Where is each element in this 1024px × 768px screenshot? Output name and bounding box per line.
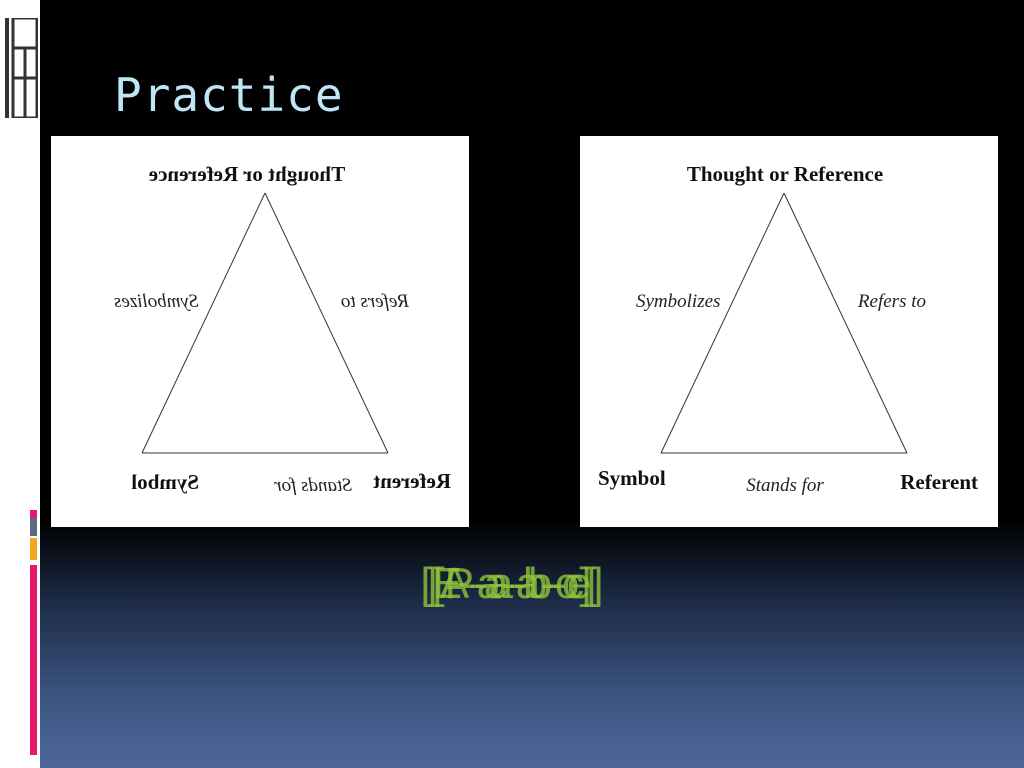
placeholder-layer: [A-a-b-c] bbox=[427, 559, 597, 608]
slide-left-strip bbox=[0, 0, 40, 768]
label-left-side: Symbolizes bbox=[636, 291, 720, 312]
label-left-side: Refers to bbox=[341, 291, 410, 312]
label-bottom-left: Symbol bbox=[598, 466, 666, 490]
window-grid-icon bbox=[5, 18, 38, 118]
label-bottom-middle: Stands for bbox=[746, 475, 824, 496]
accent-bar-pink-top bbox=[30, 510, 37, 518]
label-top: Thought or Reference bbox=[149, 162, 345, 186]
placeholder-layer: [E-a-a-o] bbox=[420, 559, 592, 608]
label-bottom-left: Referent bbox=[373, 469, 451, 493]
triangle-shape bbox=[141, 192, 389, 454]
label-top: Thought or Reference bbox=[687, 162, 883, 186]
slide-title: Practice bbox=[114, 68, 344, 122]
accent-bar-slate bbox=[30, 518, 37, 536]
placeholder-layer: [P-a-b-e] bbox=[432, 559, 604, 608]
placeholder-text: [A-a-b-c] [P-a-b-e] [E-a-a-o] bbox=[380, 556, 644, 612]
accent-bar-pink bbox=[30, 565, 37, 755]
semiotic-triangle: Thought or Reference Symbolizes Refers t… bbox=[580, 136, 998, 527]
label-right-side: Refers to bbox=[857, 291, 926, 312]
triangle-shape bbox=[660, 192, 908, 454]
label-bottom-right: Symbol bbox=[131, 470, 199, 494]
label-bottom-right: Referent bbox=[900, 470, 978, 494]
accent-bar-orange bbox=[30, 538, 37, 560]
label-right-side: Symbolizes bbox=[114, 291, 198, 312]
semiotic-triangle-mirrored: Thought or Reference Refers to Symbolize… bbox=[51, 136, 469, 527]
label-bottom-middle: Stands for bbox=[274, 475, 352, 496]
